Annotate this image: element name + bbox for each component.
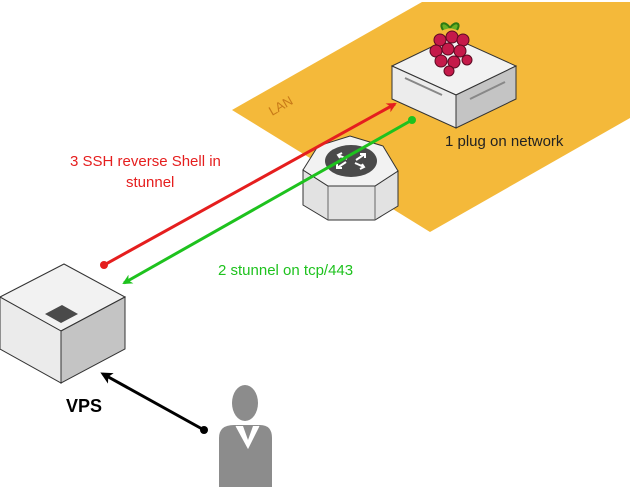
vps-server — [0, 263, 127, 384]
stunnel-arrow — [122, 118, 413, 285]
user-access-arrow — [100, 372, 205, 432]
step3-label-line2: stunnel — [126, 174, 174, 191]
user-icon — [219, 385, 272, 487]
raspberry-pi-device — [390, 22, 518, 129]
step2-label: 2 stunnel on tcp/443 — [218, 262, 353, 279]
stunnel-arrow-start-dot — [408, 116, 416, 124]
raspberry-pi-icon — [429, 22, 473, 77]
router-icon — [325, 145, 377, 177]
step1-label: 1 plug on network — [445, 133, 564, 150]
step3-label-line1: 3 SSH reverse Shell in — [70, 153, 221, 170]
vps-port-icon — [45, 305, 78, 323]
ssh-reverse-arrow — [103, 102, 397, 267]
router-device — [302, 135, 399, 221]
user-arrow-start-dot — [200, 426, 208, 434]
vps-label: VPS — [66, 396, 102, 416]
ssh-arrow-start-dot — [100, 261, 108, 269]
